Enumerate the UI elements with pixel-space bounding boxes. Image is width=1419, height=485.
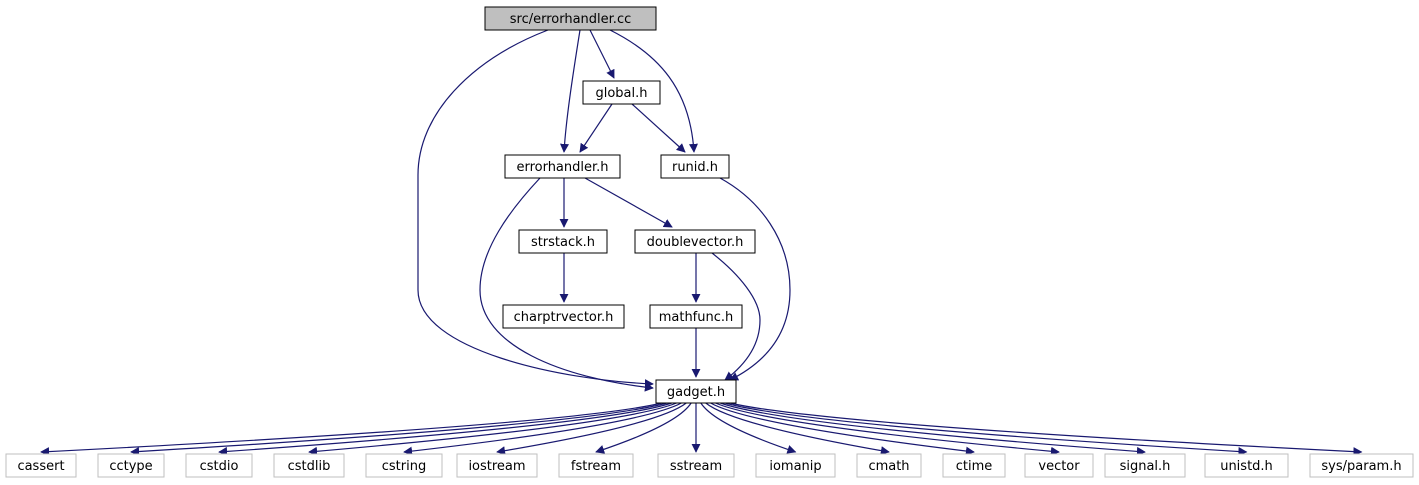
node-label: cmath xyxy=(868,459,909,474)
node-box xyxy=(1204,453,1289,478)
edge-gadget-to-cassert xyxy=(40,402,663,457)
edge-gadget-to-iomanip xyxy=(700,402,797,454)
edge-gadget-to-cstdio xyxy=(218,402,672,456)
node-box xyxy=(1309,453,1414,478)
node-label: sstream xyxy=(670,459,722,474)
edge-gadget-to-cmath xyxy=(705,402,890,456)
node-ctime[interactable]: ctime xyxy=(942,453,1006,478)
node-vector[interactable]: vector xyxy=(1024,453,1094,478)
node-iomanip[interactable]: iomanip xyxy=(755,453,836,478)
edge-gadget-to-vector xyxy=(715,402,1060,456)
node-cstring[interactable]: cstring xyxy=(365,453,443,478)
node-label: global.h xyxy=(595,86,647,101)
edge-gadget-to-ctime xyxy=(710,402,975,456)
edge-global-to-errorhandler xyxy=(579,103,613,153)
node-fstream[interactable]: fstream xyxy=(558,453,634,478)
node-label: cstdlib xyxy=(288,459,331,474)
node-label: iostream xyxy=(468,459,525,474)
edge-gadget-to-iostream xyxy=(496,402,687,456)
node-box xyxy=(655,379,737,404)
node-box xyxy=(97,453,165,478)
edge-runid-to-gadget xyxy=(719,177,791,381)
edge-root-to-errorhandler xyxy=(560,29,581,153)
node-label: signal.h xyxy=(1120,459,1171,474)
node-label: cstring xyxy=(382,459,426,474)
node-signal[interactable]: signal.h xyxy=(1104,453,1186,478)
node-label: cstdio xyxy=(200,459,239,474)
node-box xyxy=(856,453,922,478)
node-gadget[interactable]: gadget.h xyxy=(655,379,737,404)
edge-gadget-to-unistd xyxy=(724,402,1248,456)
edge-gadget-to-cctype xyxy=(130,402,668,457)
node-box xyxy=(273,453,345,478)
edge-root-to-gadget xyxy=(417,29,654,389)
node-box xyxy=(649,304,743,329)
node-cassert[interactable]: cassert xyxy=(5,453,77,478)
node-box xyxy=(5,453,77,478)
node-unistd[interactable]: unistd.h xyxy=(1204,453,1289,478)
node-label: errorhandler.h xyxy=(516,160,608,175)
edge-gadget-to-sysparam xyxy=(729,402,1363,457)
node-label: runid.h xyxy=(672,160,718,175)
node-box xyxy=(558,453,634,478)
node-sysparam[interactable]: sys/param.h xyxy=(1309,453,1414,478)
node-global[interactable]: global.h xyxy=(582,80,661,105)
node-sstream[interactable]: sstream xyxy=(657,453,735,478)
edge-root-to-global xyxy=(589,29,615,79)
edge-gadget-to-signal xyxy=(720,402,1146,456)
node-box xyxy=(755,453,836,478)
node-box xyxy=(456,453,538,478)
node-label: iomanip xyxy=(769,459,821,474)
node-box xyxy=(942,453,1006,478)
node-box xyxy=(502,304,625,329)
node-box xyxy=(582,80,661,105)
node-label: src/errorhandler.cc xyxy=(510,12,632,27)
node-cmath[interactable]: cmath xyxy=(856,453,922,478)
node-label: doublevector.h xyxy=(647,235,744,250)
node-cstdlib[interactable]: cstdlib xyxy=(273,453,345,478)
node-label: mathfunc.h xyxy=(659,310,734,325)
node-label: cctype xyxy=(109,459,152,474)
node-label: gadget.h xyxy=(667,385,725,400)
edge-errorhandler-to-gadget xyxy=(479,177,654,392)
node-box xyxy=(518,229,608,254)
node-box xyxy=(185,453,253,478)
node-cstdio[interactable]: cstdio xyxy=(185,453,253,478)
node-label: cassert xyxy=(17,459,64,474)
node-iostream[interactable]: iostream xyxy=(456,453,538,478)
node-mathfunc[interactable]: mathfunc.h xyxy=(649,304,743,329)
node-errorhandler[interactable]: errorhandler.h xyxy=(504,154,621,179)
edge-doublevector-to-gadget xyxy=(711,252,761,381)
node-box xyxy=(504,154,621,179)
node-charptrvector[interactable]: charptrvector.h xyxy=(502,304,625,329)
node-box xyxy=(660,154,730,179)
edge-root-to-runid xyxy=(609,29,698,153)
node-box xyxy=(1104,453,1186,478)
node-root[interactable]: src/errorhandler.cc xyxy=(484,6,657,31)
node-box xyxy=(657,453,735,478)
node-label: charptrvector.h xyxy=(514,310,614,325)
edge-gadget-to-fstream xyxy=(595,402,692,454)
node-label: fstream xyxy=(571,459,621,474)
node-box xyxy=(484,6,657,31)
node-box xyxy=(1024,453,1094,478)
node-cctype[interactable]: cctype xyxy=(97,453,165,478)
node-strstack[interactable]: strstack.h xyxy=(518,229,608,254)
nodes: src/errorhandler.cc global.h errorhandler.… xyxy=(5,6,1414,478)
node-label: sys/param.h xyxy=(1321,459,1401,474)
node-box xyxy=(634,229,756,254)
node-label: unistd.h xyxy=(1220,459,1273,474)
node-label: strstack.h xyxy=(531,235,595,250)
node-box xyxy=(365,453,443,478)
edge-errorhandler-to-doublevector xyxy=(584,177,673,228)
edges xyxy=(40,29,1363,457)
edge-gadget-to-cstdlib xyxy=(308,402,677,456)
edge-gadget-to-cstring xyxy=(403,402,682,456)
node-runid[interactable]: runid.h xyxy=(660,154,730,179)
node-doublevector[interactable]: doublevector.h xyxy=(634,229,756,254)
node-label: vector xyxy=(1038,459,1080,474)
node-label: ctime xyxy=(956,459,993,474)
edge-global-to-runid xyxy=(631,103,686,153)
